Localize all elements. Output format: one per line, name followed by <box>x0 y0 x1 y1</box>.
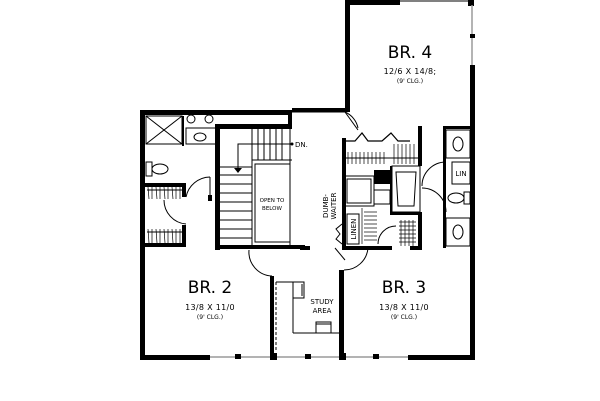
room-br4: BR. 4 12/6 X 14/8; (9' CLG.) <box>384 43 437 85</box>
study-label-1: STUDY <box>310 298 334 306</box>
room-dimensions: 12/6 X 14/8; <box>384 67 437 76</box>
exterior-walls <box>140 0 475 360</box>
room-dimensions: 13/8 X 11/0 <box>185 303 235 312</box>
dumbwaiter-label-2: WAITER <box>330 192 338 219</box>
room-br3: BR. 3 13/8 X 11/0 (9' CLG.) <box>379 278 429 321</box>
room-name: BR. 4 <box>388 43 433 63</box>
study-label-2: AREA <box>313 307 332 315</box>
room-name: BR. 2 <box>188 278 233 298</box>
study-area: STUDY AREA <box>275 281 339 352</box>
stair-arrow-icon <box>234 168 242 173</box>
room-ceiling: (9' CLG.) <box>197 314 223 321</box>
dumbwaiter-label-1: DUMB- <box>322 194 330 218</box>
room-name: BR. 3 <box>382 278 427 298</box>
room-br2: BR. 2 13/8 X 11/0 (9' CLG.) <box>185 278 235 321</box>
open-to-below-label-2: BELOW <box>262 206 282 212</box>
interior-walls <box>248 246 369 358</box>
dumbwaiter: DUMB- WAITER <box>322 192 338 219</box>
jack-and-jill-bath: LINEN LIN <box>335 111 471 250</box>
linen-label: LINEN <box>350 219 358 240</box>
stairs-down-label: DN. <box>295 141 308 149</box>
staircase: DN. OPEN TO BELOW <box>215 129 308 249</box>
left-bathroom <box>145 114 220 250</box>
open-to-below-label-1: OPEN TO <box>260 198 285 204</box>
room-ceiling: (9' CLG.) <box>397 78 423 85</box>
room-ceiling: (9' CLG.) <box>391 314 417 321</box>
room-dimensions: 13/8 X 11/0 <box>379 303 429 312</box>
lin-label: LIN <box>455 170 466 178</box>
